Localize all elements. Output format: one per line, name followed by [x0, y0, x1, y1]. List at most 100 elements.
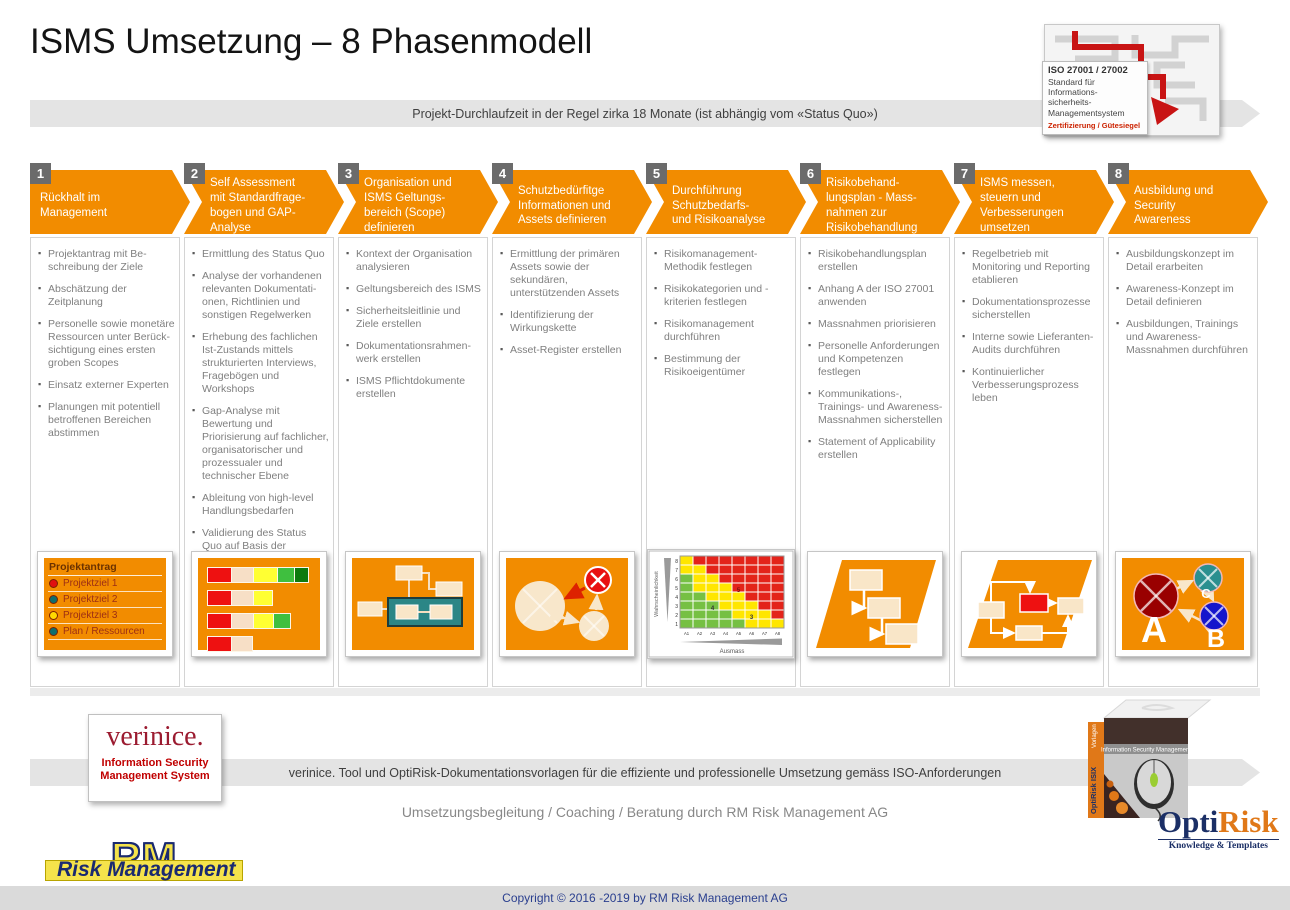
- matrix-col-label: A5: [736, 631, 742, 636]
- projektantrag-row-label: Projektziel 3: [63, 610, 118, 621]
- bullet-item: Personelle Anforderungen und Kompetenzen…: [808, 340, 945, 379]
- treatment-plan-graphic: [816, 560, 936, 648]
- optirisk-product-box: OptiRisk ISIX Information Security Manag…: [1082, 696, 1216, 824]
- phase-number-badge: 1: [30, 163, 51, 184]
- projektantrag-row: Projektziel 1: [48, 576, 162, 592]
- iso-tagline: Zertifizierung / Gütesiegel: [1048, 120, 1141, 130]
- bullet-item: Anhang A der ISO 27001 anwenden: [808, 283, 945, 309]
- bullet-item: Kontinuierlicher Verbesserungsprozess le…: [962, 366, 1099, 405]
- verinice-logo: verinice. Information Security Managemen…: [88, 714, 222, 802]
- phase-header-arrow: Risikobehand- lungsplan - Mass- nahmen z…: [800, 170, 960, 234]
- projektantrag-row-label: Plan / Ressourcen: [63, 626, 145, 637]
- phase-title: Schutzbedürfitge Informationen und Asset…: [518, 184, 611, 227]
- phase-title: Risikobehand- lungsplan - Mass- nahmen z…: [826, 177, 918, 234]
- matrix-col-label: A7: [762, 631, 768, 636]
- rm-logo-label: Risk Management: [57, 858, 236, 881]
- optirisk-spine-text: OptiRisk ISIX: [1089, 767, 1098, 814]
- matrix-cell-number: 4: [711, 606, 715, 612]
- phase-bullet-list: Ermittlung der primären Assets sowie der…: [493, 238, 641, 357]
- projektantrag-row-label: Projektziel 2: [63, 594, 118, 605]
- matrix-row-label: 6: [675, 577, 678, 583]
- projektantrag-row: Projektziel 2: [48, 592, 162, 608]
- awareness-letter-c: C: [1201, 586, 1211, 601]
- bullet-item: Erhebung des fachlichen Ist-Zustands mit…: [192, 331, 329, 396]
- bullet-item: Kontext der Organisation analysieren: [346, 248, 483, 274]
- optirisk-spine-side-text: Vorlagen: [1092, 724, 1098, 748]
- matrix-xlabel: Ausmass: [720, 649, 745, 655]
- rm-risk-management-logo: RM Risk Management: [45, 833, 255, 888]
- bullet-item: Gap-Analyse mit Bewertung und Priorisier…: [192, 405, 329, 483]
- copyright-text: Copyright © 2016 -2019 by RM Risk Manage…: [502, 891, 788, 905]
- assets-graphic: [515, 566, 612, 641]
- verinice-banner-text: verinice. Tool und OptiRisk-Dokumentatio…: [288, 765, 1002, 780]
- bullet-item: Asset-Register erstellen: [500, 344, 637, 357]
- bullet-item: Personelle sowie monetäre Ressourcen unt…: [38, 318, 175, 370]
- divider-strip: [30, 688, 1260, 696]
- assets-thumbnail: [499, 551, 635, 657]
- bullet-item: Dokumentationsprozesse sicherstellen: [962, 296, 1099, 322]
- matrix-row-label: 1: [675, 622, 678, 628]
- optirisk-word-risk: Risk: [1218, 804, 1279, 839]
- phase-header-arrow: ISMS messen, steuern und Verbesserungen …: [954, 170, 1114, 234]
- bullet-item: Planungen mit potentiell betroffenen Ber…: [38, 401, 175, 440]
- matrix-col-label: A2: [697, 631, 703, 636]
- phase-header-arrow: Schutzbedürfitge Informationen und Asset…: [492, 170, 652, 234]
- projektantrag-title: Projektantrag: [48, 560, 162, 576]
- phase-header-arrow: Durchführung Schutzbedarfs- und Risikoan…: [646, 170, 806, 234]
- risk-matrix-graphic: Wahrscheinlichkeit 8 7 6 5 4 3 2 1: [648, 550, 794, 658]
- phase-bullet-list: Risikobehandlungsplan erstellen Anhang A…: [801, 238, 949, 462]
- coaching-line: Umsetzungsbegleitung / Coaching / Beratu…: [401, 804, 889, 820]
- status-dot-yellow: [49, 611, 58, 620]
- phase-header-arrow: Organisation und ISMS Geltungs- bereich …: [338, 170, 498, 234]
- page-title: ISMS Umsetzung – 8 Phasenmodell: [30, 22, 593, 61]
- projektantrag-thumbnail: Projektantrag Projektziel 1 Projektziel …: [37, 551, 173, 657]
- phase-header-arrow: Ausbildung und Security Awareness: [1108, 170, 1268, 234]
- projektantrag-row: Plan / Ressourcen: [48, 624, 162, 640]
- bullet-item: Einsatz externer Experten: [38, 379, 175, 392]
- bullet-item: Interne sowie Lieferanten-Audits durchfü…: [962, 331, 1099, 357]
- matrix-row-label: 8: [675, 559, 678, 565]
- rm-logo-bar: [45, 860, 243, 881]
- projektantrag-row-label: Projektziel 1: [63, 578, 118, 589]
- status-dot-teal: [49, 627, 58, 636]
- matrix-cell-number: 3: [750, 615, 754, 621]
- phase-title: Rückhalt im Management: [40, 192, 108, 219]
- process-flow-graphic: [968, 560, 1092, 648]
- awareness-thumbnail: C A B: [1115, 551, 1251, 657]
- phase-number-badge: 7: [954, 163, 975, 184]
- phase-title: ISMS messen, steuern und Verbesserungen …: [980, 177, 1064, 234]
- bullet-item: Dokumentationsrahmen-werk erstellen: [346, 340, 483, 366]
- verinice-wordmark: verinice.: [106, 721, 204, 752]
- awareness-letter-b: B: [1207, 625, 1225, 653]
- optirisk-wordmark: OptiRisk: [1158, 806, 1279, 837]
- bullet-item: Analyse der vorhandenen relevanten Dokum…: [192, 270, 329, 322]
- phase-bullet-list: Kontext der Organisation analysieren Gel…: [339, 238, 487, 401]
- optirisk-box-graphic: OptiRisk ISIX Information Security Manag…: [1088, 699, 1212, 822]
- awareness-letter-a: A: [1141, 609, 1167, 650]
- phase-number-badge: 3: [338, 163, 359, 184]
- matrix-cell-number: 5: [737, 588, 741, 594]
- bullet-item: Ableitung von high-level Handlungsbedarf…: [192, 492, 329, 518]
- bullet-item: Risikobehandlungsplan erstellen: [808, 248, 945, 274]
- verinice-subtitle: Information Security Management System: [100, 757, 210, 782]
- awareness-graphic: C A B: [1122, 558, 1244, 653]
- assessment-bars-thumbnail: [191, 551, 327, 657]
- phase-bullet-list: Projektantrag mit Be-schreibung der Ziel…: [31, 238, 179, 440]
- risk-matrix-thumbnail: Wahrscheinlichkeit 8 7 6 5 4 3 2 1: [647, 549, 795, 659]
- duration-banner-text: Projekt-Durchlaufzeit in der Regel zirka…: [412, 106, 878, 121]
- bullet-item: Ermittlung des Status Quo: [192, 248, 329, 261]
- optirisk-logo: OptiRisk Knowledge & Templates: [1158, 806, 1279, 851]
- bullet-item: Abschätzung der Zeitplanung: [38, 283, 175, 309]
- bullet-item: Ermittlung der primären Assets sowie der…: [500, 248, 637, 300]
- process-flow-thumbnail: [961, 551, 1097, 657]
- phase-number-badge: 2: [184, 163, 205, 184]
- phase-title: Durchführung Schutzbedarfs- und Risikoan…: [672, 184, 766, 227]
- bullet-item: Identifizierung der Wirkungskette: [500, 309, 637, 335]
- phase-bullet-list: Ausbildungskonzept im Detail erarbeiten …: [1109, 238, 1257, 357]
- phase-bullet-list: Risikomanagement-Methodik festlegen Risi…: [647, 238, 795, 379]
- bullet-item: Awareness-Konzept im Detail definieren: [1116, 283, 1253, 309]
- status-dot-red: [49, 579, 58, 588]
- bullet-item: Kommunikations-, Trainings- und Awarenes…: [808, 388, 945, 427]
- bullet-item: Bestimmung der Risikoeigentümer: [654, 353, 791, 379]
